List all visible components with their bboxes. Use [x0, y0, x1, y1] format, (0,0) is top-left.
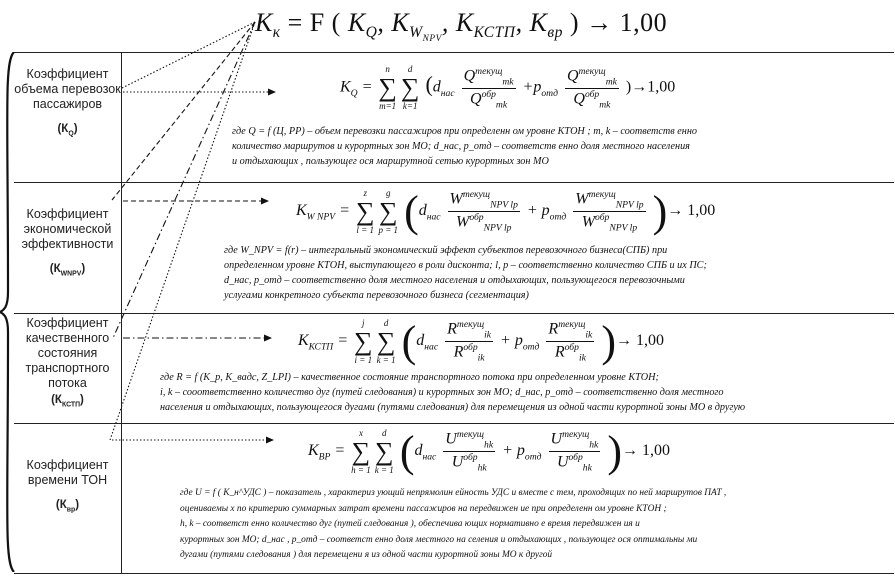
row-divider [14, 423, 894, 424]
row-label-time: Коэффициент времени ТОН (Квр) [14, 424, 122, 573]
left-curly-brace [0, 52, 15, 572]
row-divider [14, 573, 894, 574]
row-label-quality: Коэффициент качественного состояния тран… [14, 314, 122, 423]
row-symbol: (КWNPV) [49, 263, 86, 278]
row-divider [14, 313, 894, 314]
row-label-volume: Коэффициент объема перевозок пассажиров … [14, 53, 122, 182]
row-divider [14, 52, 894, 53]
row-symbol: (ККСТП) [51, 394, 84, 409]
notes-kwnpv: где W_NPV = f(r) – интегральный экономич… [224, 245, 707, 301]
notes-kq: где Q = f (Ц, PP) – объем перевозки пасс… [232, 126, 697, 167]
row-label-economic: Коэффициент экономической эффективности … [14, 183, 122, 313]
row-symbol: (КQ) [57, 123, 78, 138]
row-symbol: (Квр) [55, 499, 80, 514]
row-divider [14, 182, 894, 183]
main-formula: Кк = F ( КQ, КWNPV, ККСТП, Квр ) → 1,00 [255, 8, 668, 45]
notes-kkstp: где R = f (K_р, K_вадс, Z_LPI) – качеств… [160, 372, 746, 413]
notes-kvr: где U = f ( K_н^УДС ) – показатель , хар… [180, 488, 727, 560]
